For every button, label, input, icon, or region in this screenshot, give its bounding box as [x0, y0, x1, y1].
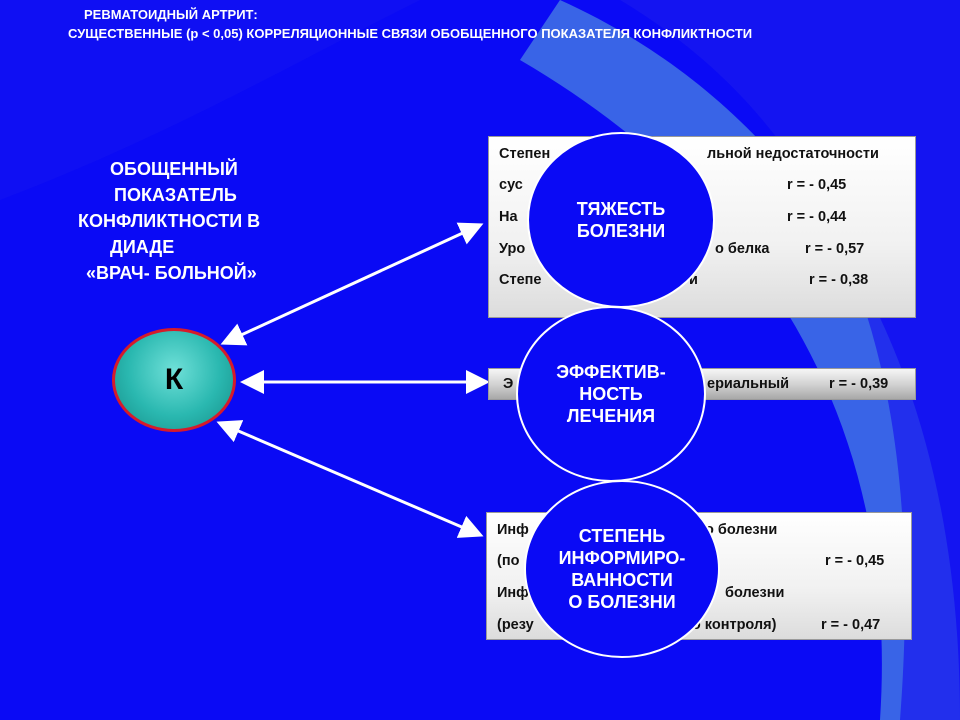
panel-row-text: На	[499, 209, 518, 225]
panel-row-text: Инф	[497, 522, 529, 538]
panel-row-text: Уро	[499, 241, 526, 257]
bubble-line: О БОЛЕЗНИ	[568, 592, 676, 612]
conflict-index-label: ОБОЩЕННЫЙ ПОКАЗАТЕЛЬ КОНФЛИКТНОСТИ В ДИА…	[72, 156, 302, 286]
panel-row-text: (резу	[497, 617, 534, 633]
panel-row-text: Э	[503, 376, 514, 392]
arrow-to-info	[216, 420, 484, 538]
panel-row-text: (по	[497, 553, 520, 569]
panel-row-text: Степе	[499, 272, 542, 288]
label-line: ДИАДЕ	[110, 237, 175, 257]
bubble-line: ТЯЖЕСТЬ	[576, 199, 666, 219]
bubble-line: БОЛЕЗНИ	[576, 221, 666, 241]
correlation-value: r = - 0,47	[821, 617, 881, 633]
bubble-line: ИНФОРМИРО-	[558, 548, 686, 568]
correlation-value: r = - 0,44	[787, 209, 847, 225]
panel-row-text: сус	[499, 177, 523, 193]
panel-row-text: о болезни	[705, 522, 778, 538]
panel-row-text: и	[689, 272, 698, 288]
panel-row-text: Степен	[499, 146, 551, 162]
header-subtitle: СУЩЕСТВЕННЫЕ (р < 0,05) КОРРЕЛЯЦИОННЫЕ С…	[68, 26, 753, 41]
arrow-to-severity	[220, 222, 484, 346]
severity-bubble: ТЯЖЕСТЬ БОЛЕЗНИ	[527, 132, 715, 308]
center-node-label: К	[164, 363, 184, 396]
correlation-value: r = - 0,45	[825, 553, 885, 569]
correlation-value: r = - 0,39	[829, 376, 889, 392]
correlation-value: r = - 0,45	[787, 177, 847, 193]
bubble-line: ЛЕЧЕНИЯ	[566, 406, 656, 426]
label-line: ОБОЩЕННЫЙ	[110, 159, 238, 179]
panel-row-text: льной недостаточности	[707, 146, 879, 162]
label-line: «ВРАЧ- БОЛЬНОЙ»	[86, 263, 257, 283]
panel-row-text: о белка	[715, 241, 770, 257]
panel-row-text: ериальный	[707, 376, 790, 392]
panel-row-text: болезни	[725, 585, 785, 601]
correlation-value: r = - 0,38	[809, 272, 869, 288]
efficacy-bubble: ЭФФЕКТИВ- НОСТЬ ЛЕЧЕНИЯ	[516, 306, 706, 482]
center-node-k: К	[112, 328, 236, 432]
bubble-line: ВАННОСТИ	[571, 570, 673, 590]
panel-row-text: Инф	[497, 585, 529, 601]
bubble-line: СТЕПЕНЬ	[578, 526, 666, 546]
header-title: РЕВМАТОИДНЫЙ АРТРИТ:	[84, 7, 258, 22]
panel-row-text: то контроля)	[685, 617, 777, 633]
informedness-bubble: СТЕПЕНЬ ИНФОРМИРО- ВАННОСТИ О БОЛЕЗНИ	[524, 480, 720, 658]
bubble-line: НОСТЬ	[579, 384, 643, 404]
label-line: КОНФЛИКТНОСТИ В	[78, 211, 261, 231]
correlation-value: r = - 0,57	[805, 241, 865, 257]
label-line: ПОКАЗАТЕЛЬ	[114, 185, 237, 205]
bubble-line: ЭФФЕКТИВ-	[556, 362, 666, 382]
